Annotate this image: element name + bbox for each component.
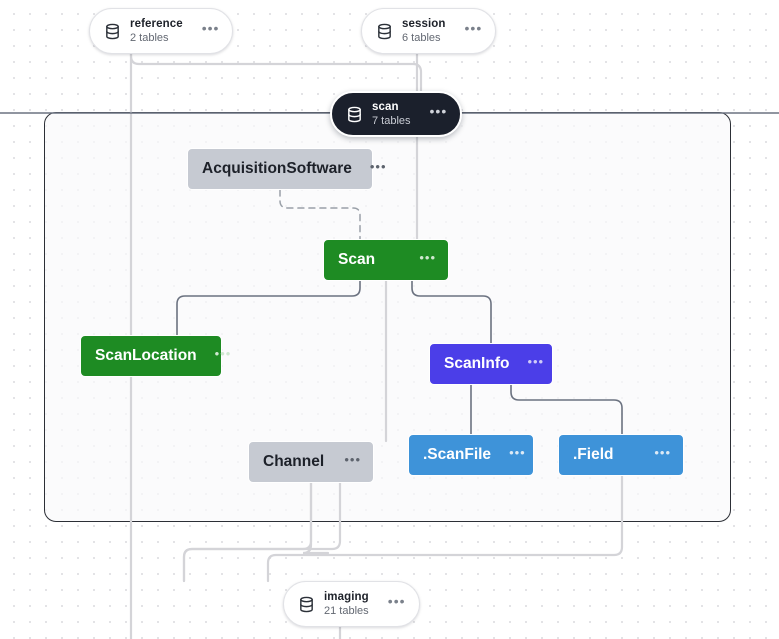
- schema-pill-more-options-icon[interactable]: •••: [387, 593, 406, 609]
- table-node-more-options-icon[interactable]: •••: [527, 353, 545, 369]
- schema-pill-title: imaging: [324, 590, 369, 603]
- table-node-more-options-icon[interactable]: •••: [419, 249, 436, 265]
- table-node-label: AcquisitionSoftware: [202, 160, 352, 177]
- database-icon: [348, 106, 361, 122]
- database-icon: [300, 596, 313, 612]
- schema-pill-title: scan: [372, 100, 399, 113]
- table-node-label: ScanLocation: [95, 347, 197, 364]
- table-node-scan-info[interactable]: ScanInfo •••: [429, 343, 553, 385]
- schema-pill-more-options-icon[interactable]: •••: [429, 103, 448, 119]
- table-node-label: .ScanFile: [423, 446, 492, 463]
- table-node-more-options-icon[interactable]: •••: [654, 444, 671, 460]
- table-node-more-options-icon[interactable]: •••: [344, 451, 361, 467]
- schema-pill-title: reference: [130, 17, 183, 30]
- schema-pill-title: session: [402, 17, 446, 30]
- table-node-acquisition-software[interactable]: AcquisitionSoftware •••: [187, 148, 386, 190]
- table-node-more-options-icon[interactable]: •••: [214, 345, 232, 361]
- table-node-field[interactable]: .Field •••: [558, 434, 684, 476]
- table-node-label: Scan: [338, 251, 376, 268]
- schema-pill-table-count: 7 tables: [372, 114, 411, 127]
- schema-pill-more-options-icon[interactable]: •••: [201, 20, 220, 36]
- table-node-label: ScanInfo: [444, 355, 510, 372]
- table-node-channel[interactable]: Channel •••: [248, 441, 374, 483]
- table-node-more-options-icon[interactable]: •••: [509, 444, 526, 460]
- table-node-more-options-icon[interactable]: •••: [369, 158, 387, 174]
- schema-pill-table-count: 21 tables: [324, 604, 369, 617]
- table-node-scan[interactable]: Scan •••: [323, 239, 449, 281]
- schema-pill-table-count: 6 tables: [402, 31, 441, 44]
- schema-pill-more-options-icon[interactable]: •••: [464, 20, 483, 36]
- schema-pill-table-count: 2 tables: [130, 31, 169, 44]
- database-icon: [378, 23, 391, 39]
- table-node-scan-location[interactable]: ScanLocation •••: [80, 335, 230, 377]
- table-node-scan-file[interactable]: .ScanFile •••: [408, 434, 534, 476]
- database-icon: [106, 23, 119, 39]
- table-node-label: .Field: [573, 446, 614, 463]
- table-node-label: Channel: [263, 453, 325, 470]
